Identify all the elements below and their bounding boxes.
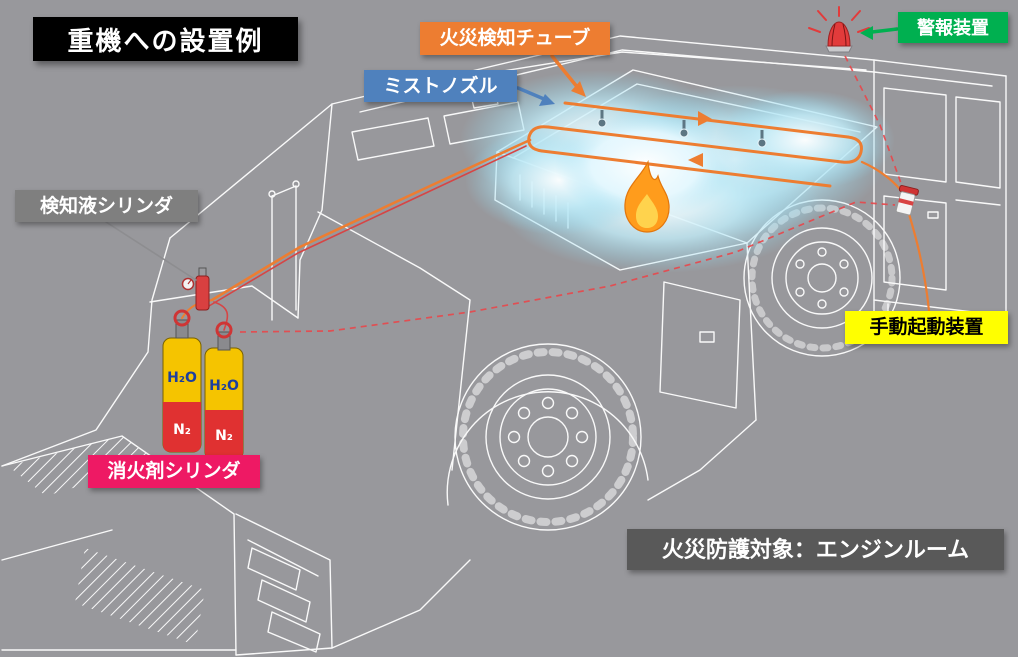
manual-activation-icon [895, 185, 919, 216]
detection-cylinder-label: 検知液シリンダ [15, 190, 198, 222]
nozzle-icon [757, 130, 767, 148]
alarm-beacon-icon [808, 6, 870, 53]
cylinder-n2-label: N₂ [215, 428, 233, 444]
agent-cylinder-label: 消火剤シリンダ [88, 455, 260, 488]
alarm-device-label: 警報装置 [898, 12, 1008, 43]
mist-nozzle-label: ミストノズル [364, 70, 517, 102]
manual-device-label: 手動起動装置 [845, 311, 1008, 344]
fire-detection-tube-lines [527, 101, 904, 194]
detection-route-dashed [239, 55, 903, 333]
nozzle-icon [597, 110, 607, 128]
cylinder-h2o-label: H₂O [209, 378, 239, 394]
diagram-title: 重機への設置例 [33, 17, 298, 61]
flame-icon [624, 159, 670, 233]
fire-detection-tube-label: 火災検知チューブ [420, 22, 610, 55]
agent-cylinders: H₂O N₂ H₂O N₂ [162, 309, 244, 461]
nozzle-icon [679, 120, 689, 138]
supply-lines [181, 138, 931, 331]
cylinder-h2o-label: H₂O [167, 370, 197, 386]
cylinder-n2-label: N₂ [173, 422, 191, 438]
detection-cylinder-icon [181, 267, 210, 311]
protection-target-label: 火災防護対象：エンジンルーム [627, 529, 1004, 570]
label-leader-lines [105, 26, 899, 281]
mist-nozzles [597, 110, 767, 148]
